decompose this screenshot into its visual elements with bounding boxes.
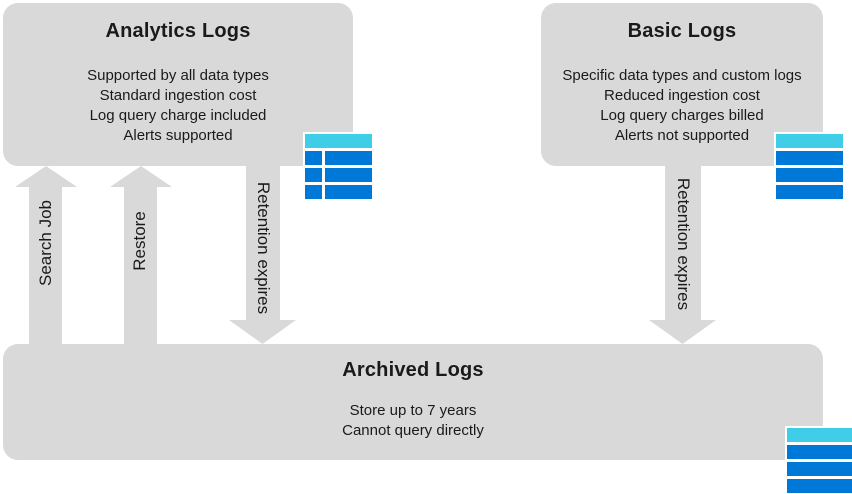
search-job-label: Search Job bbox=[36, 200, 55, 286]
archived-logs-box: Archived Logs Store up to 7 years Cannot… bbox=[3, 344, 823, 460]
basic-line-2: Reduced ingestion cost bbox=[604, 87, 760, 104]
restore-up-arrow bbox=[110, 166, 172, 350]
retention-expires-down-arrow-right bbox=[649, 166, 716, 344]
archived-table-icon bbox=[785, 426, 852, 494]
analytics-line-2: Standard ingestion cost bbox=[99, 87, 257, 104]
table-header-row bbox=[776, 134, 843, 148]
analytics-logs-description: Supported by all data types Standard ing… bbox=[3, 66, 353, 146]
analytics-line-4: Alerts supported bbox=[123, 127, 233, 144]
basic-line-4: Alerts not supported bbox=[614, 127, 750, 144]
archived-logs-title: Archived Logs bbox=[342, 359, 484, 381]
table-header-row bbox=[305, 134, 372, 148]
retention-expires-down-arrow-left bbox=[229, 166, 296, 344]
basic-logs-title: Basic Logs bbox=[627, 20, 737, 42]
archived-line-1: Store up to 7 years bbox=[349, 402, 477, 419]
basic-logs-box: Basic Logs Specific data types and custo… bbox=[541, 3, 823, 166]
search-job-up-arrow bbox=[15, 166, 77, 350]
analytics-line-1: Supported by all data types bbox=[87, 67, 269, 84]
basic-line-1: Specific data types and custom logs bbox=[562, 67, 802, 84]
analytics-line-3: Log query charge included bbox=[89, 107, 267, 124]
archived-logs-description: Store up to 7 years Cannot query directl… bbox=[3, 401, 823, 441]
analytics-logs-title: Analytics Logs bbox=[105, 20, 251, 42]
basic-logs-description: Specific data types and custom logs Redu… bbox=[541, 66, 823, 146]
basic-line-3: Log query charges billed bbox=[600, 107, 764, 124]
retention-expires-label-right: Retention expires bbox=[674, 177, 693, 311]
analytics-table-icon bbox=[303, 132, 374, 201]
table-header-row bbox=[787, 428, 852, 442]
retention-expires-label-left: Retention expires bbox=[254, 181, 273, 315]
archived-line-2: Cannot query directly bbox=[342, 422, 484, 439]
restore-label: Restore bbox=[130, 211, 149, 271]
basic-table-icon bbox=[774, 132, 845, 201]
analytics-logs-box: Analytics Logs Supported by all data typ… bbox=[3, 3, 353, 166]
